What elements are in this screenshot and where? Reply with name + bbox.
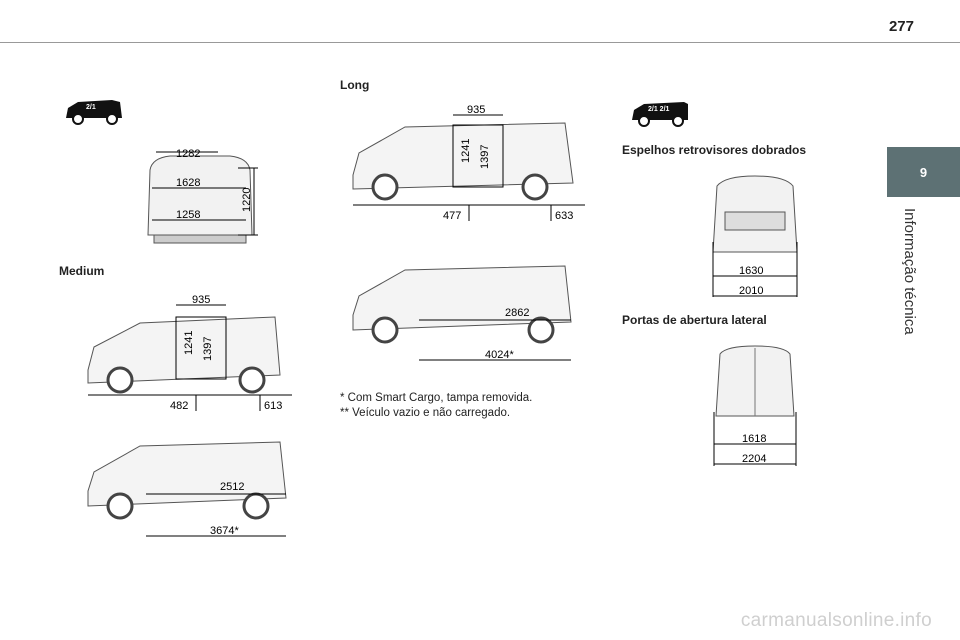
dim-rear-top: 1282 [176, 148, 200, 160]
dim-long-top: 935 [467, 105, 485, 116]
chapter-title: Informação técnica [901, 208, 918, 335]
section-mirrors: Espelhos retrovisores dobrados [622, 143, 807, 157]
svg-text:2/1: 2/1 [86, 104, 96, 111]
chapter-title-vertical: Informação técnica [896, 208, 922, 358]
front-view-diagram: 1630 2010 [712, 175, 798, 297]
dim-door-outer: 2204 [742, 453, 766, 465]
header-rule [0, 42, 960, 43]
rear-doors-diagram: 1618 2204 [713, 345, 797, 466]
medium-length-diagram: 2512 3674* [87, 441, 287, 537]
dim-medium-h2: 1397 [202, 337, 214, 361]
van-icon-long: 2/1 2/1 [632, 102, 688, 127]
dim-medium-floor: 2512 [220, 481, 244, 493]
dim-medium-total: 3674* [210, 525, 239, 537]
dim-rear-height: 1220 [241, 188, 253, 212]
dim-medium-top: 935 [192, 295, 210, 306]
dim-long-h2: 1397 [479, 145, 491, 169]
chapter-tab[interactable]: 9 [887, 147, 960, 197]
dim-medium-rear: 613 [264, 400, 282, 412]
dim-long-rear: 633 [555, 210, 573, 222]
medium-side-diagram: 935 1241 1397 482 613 [87, 295, 292, 412]
dim-medium-h1: 1241 [183, 331, 195, 355]
footnote-1: * Com Smart Cargo, tampa removida. [340, 392, 533, 404]
footer-watermark: carmanualsonline.info [740, 610, 932, 631]
dim-rear-mid: 1628 [176, 177, 200, 189]
dim-mirror-inner: 1630 [739, 265, 763, 277]
page-number: 277 [888, 18, 914, 35]
dim-long-total: 4024* [485, 349, 514, 361]
dim-long-h1: 1241 [460, 139, 472, 163]
van-icon-medium: 2/1 [66, 100, 122, 125]
dim-medium-front: 482 [170, 400, 188, 412]
section-medium: Medium [59, 264, 105, 278]
svg-text:2/1 2/1: 2/1 2/1 [648, 106, 670, 113]
dim-long-front: 477 [443, 210, 461, 222]
long-length-diagram: 2862 4024* [352, 265, 572, 361]
dim-rear-low: 1258 [176, 209, 200, 221]
dim-mirror-outer: 2010 [739, 285, 763, 297]
dim-long-floor: 2862 [505, 307, 529, 319]
rear-view-diagram: 1282 1628 1258 1220 [147, 148, 258, 244]
footnote-2: ** Veículo vazio e não carregado. [340, 407, 511, 419]
dim-door-inner: 1618 [742, 433, 766, 445]
section-doors: Portas de abertura lateral [622, 313, 767, 327]
long-side-diagram: 935 1241 1397 477 633 [352, 105, 585, 222]
section-long: Long [340, 78, 370, 92]
